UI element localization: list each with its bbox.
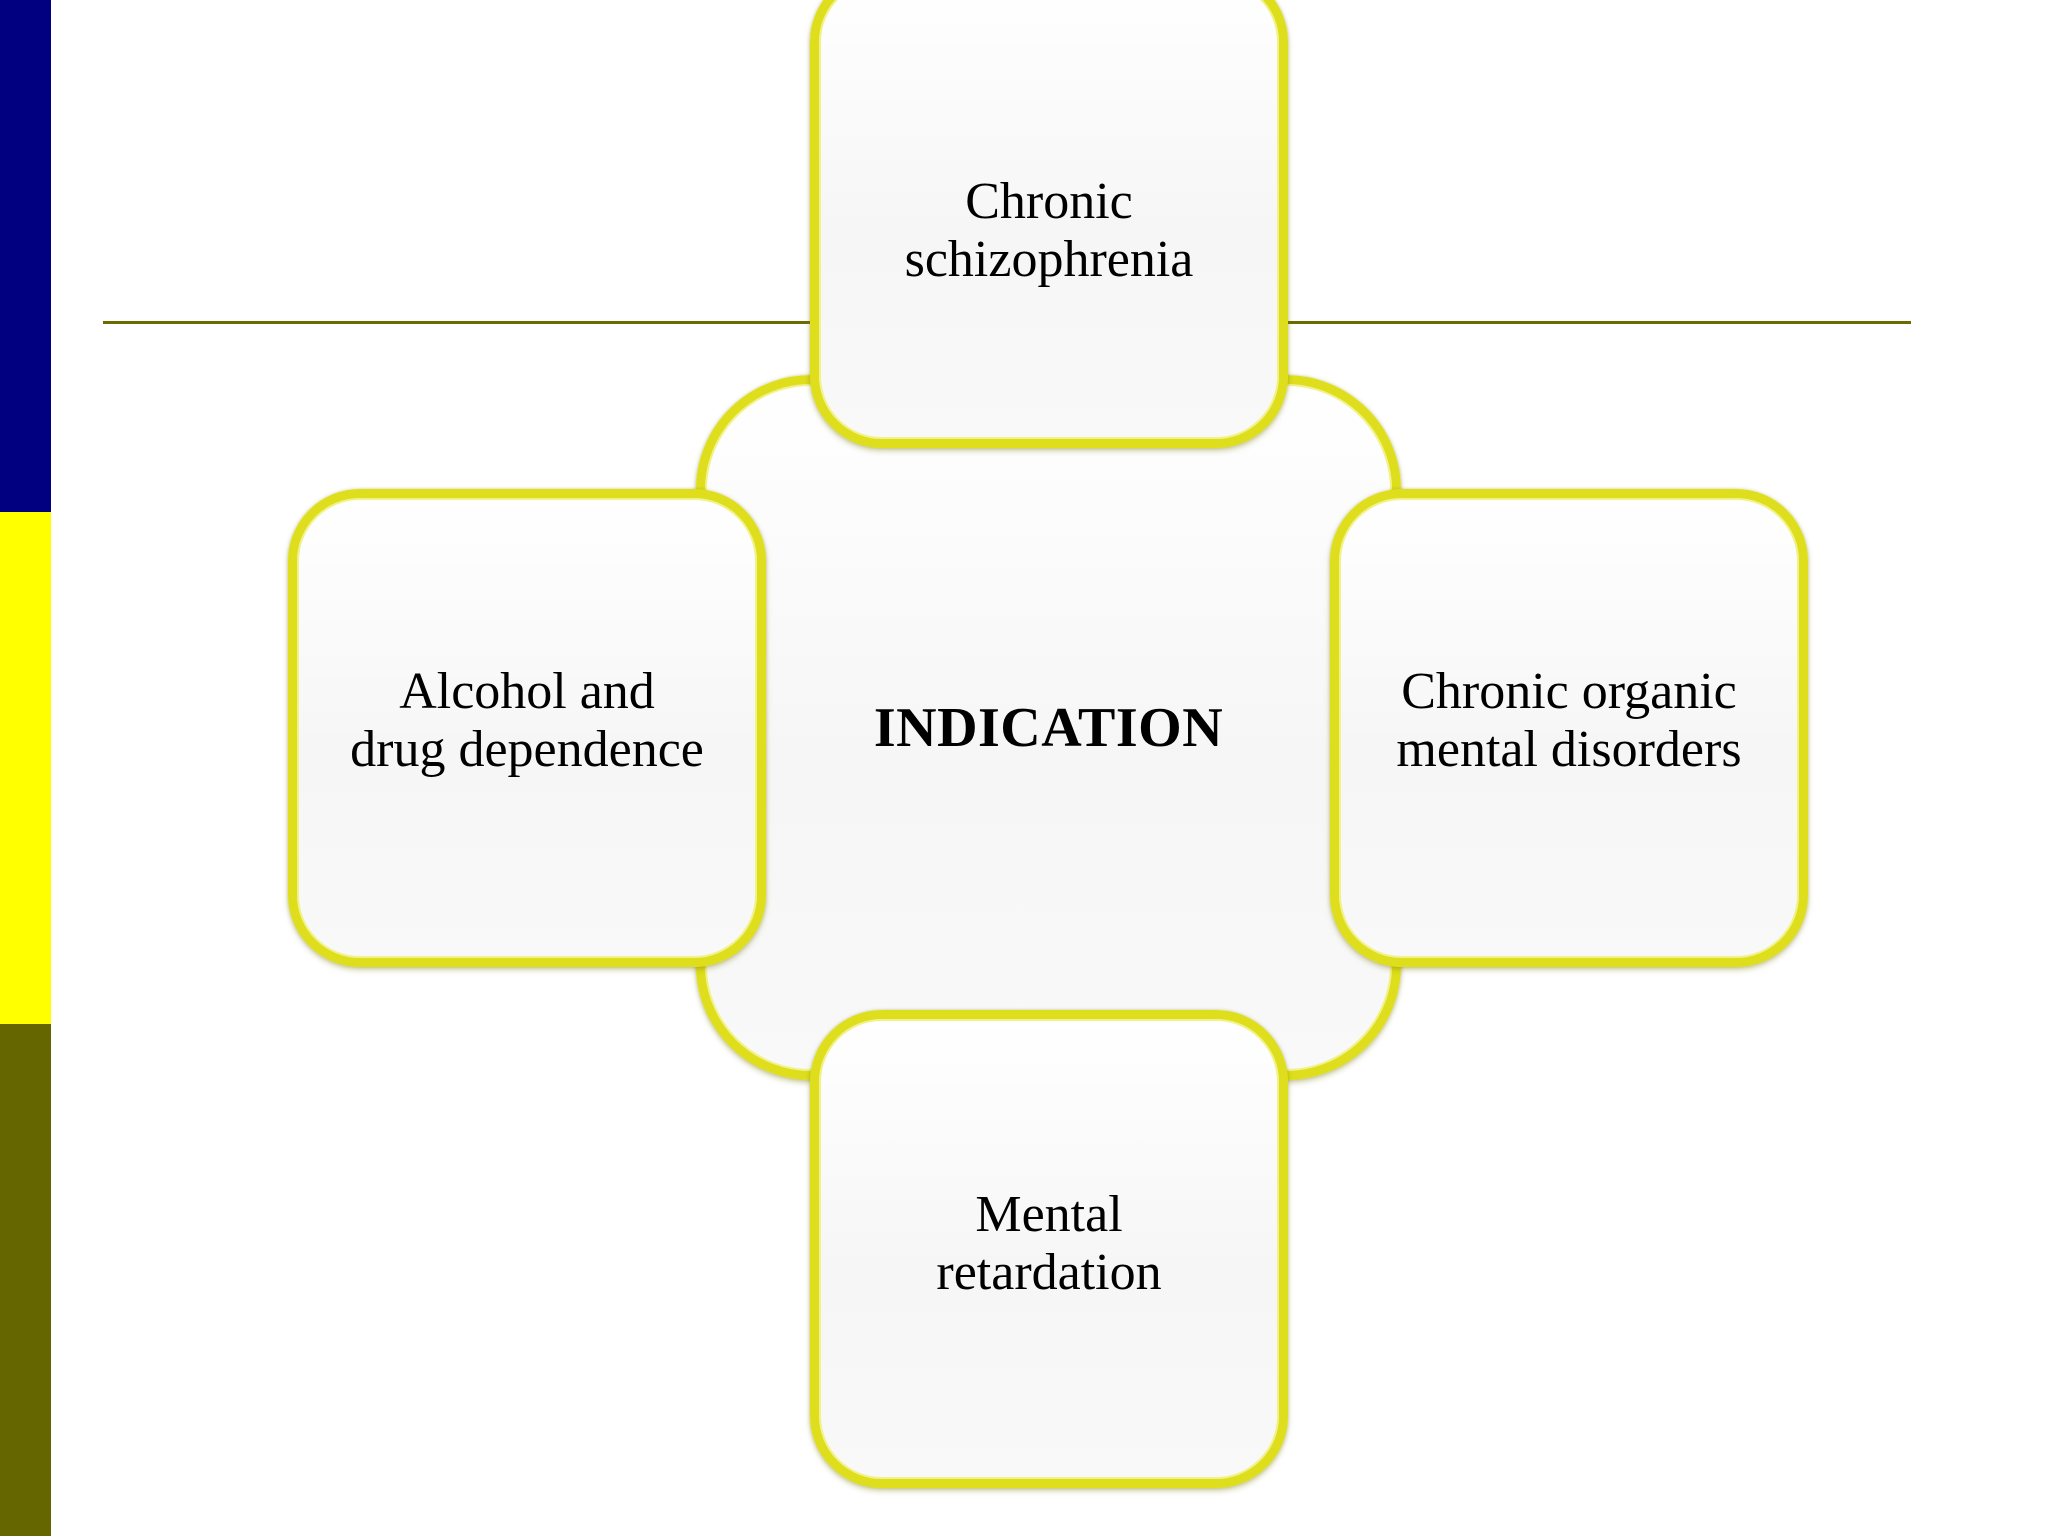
node-top-text: Chronic schizophrenia bbox=[885, 173, 1214, 289]
node-right-line-2: mental disorders bbox=[1396, 721, 1742, 778]
node-left: Alcohol and drug dependence bbox=[288, 489, 766, 967]
node-bottom-line-1: Mental bbox=[975, 1185, 1123, 1243]
node-left-line-1: Alcohol and bbox=[399, 662, 655, 720]
side-bar-olive bbox=[0, 1024, 51, 1536]
node-top-line-1: Chronic bbox=[965, 172, 1133, 230]
node-bottom-text: Mental retardation bbox=[916, 1186, 1181, 1302]
side-bar-yellow bbox=[0, 512, 51, 1024]
node-bottom-line-2: retardation bbox=[936, 1244, 1162, 1301]
node-right-text: Chronic organic mental disorders bbox=[1376, 663, 1761, 779]
node-left-line-2: drug dependence bbox=[350, 721, 704, 778]
center-node-label: INDICATION bbox=[873, 696, 1224, 759]
node-bottom: Mental retardation bbox=[810, 1010, 1288, 1488]
center-node: INDICATION bbox=[696, 375, 1401, 1080]
node-right: Chronic organic mental disorders bbox=[1330, 489, 1808, 967]
node-right-line-1: Chronic organic bbox=[1401, 662, 1737, 720]
node-left-text: Alcohol and drug dependence bbox=[330, 663, 724, 779]
node-top: Chronic schizophrenia bbox=[810, 0, 1288, 448]
side-bar-blue bbox=[0, 0, 51, 512]
node-top-line-2: schizophrenia bbox=[904, 231, 1194, 288]
